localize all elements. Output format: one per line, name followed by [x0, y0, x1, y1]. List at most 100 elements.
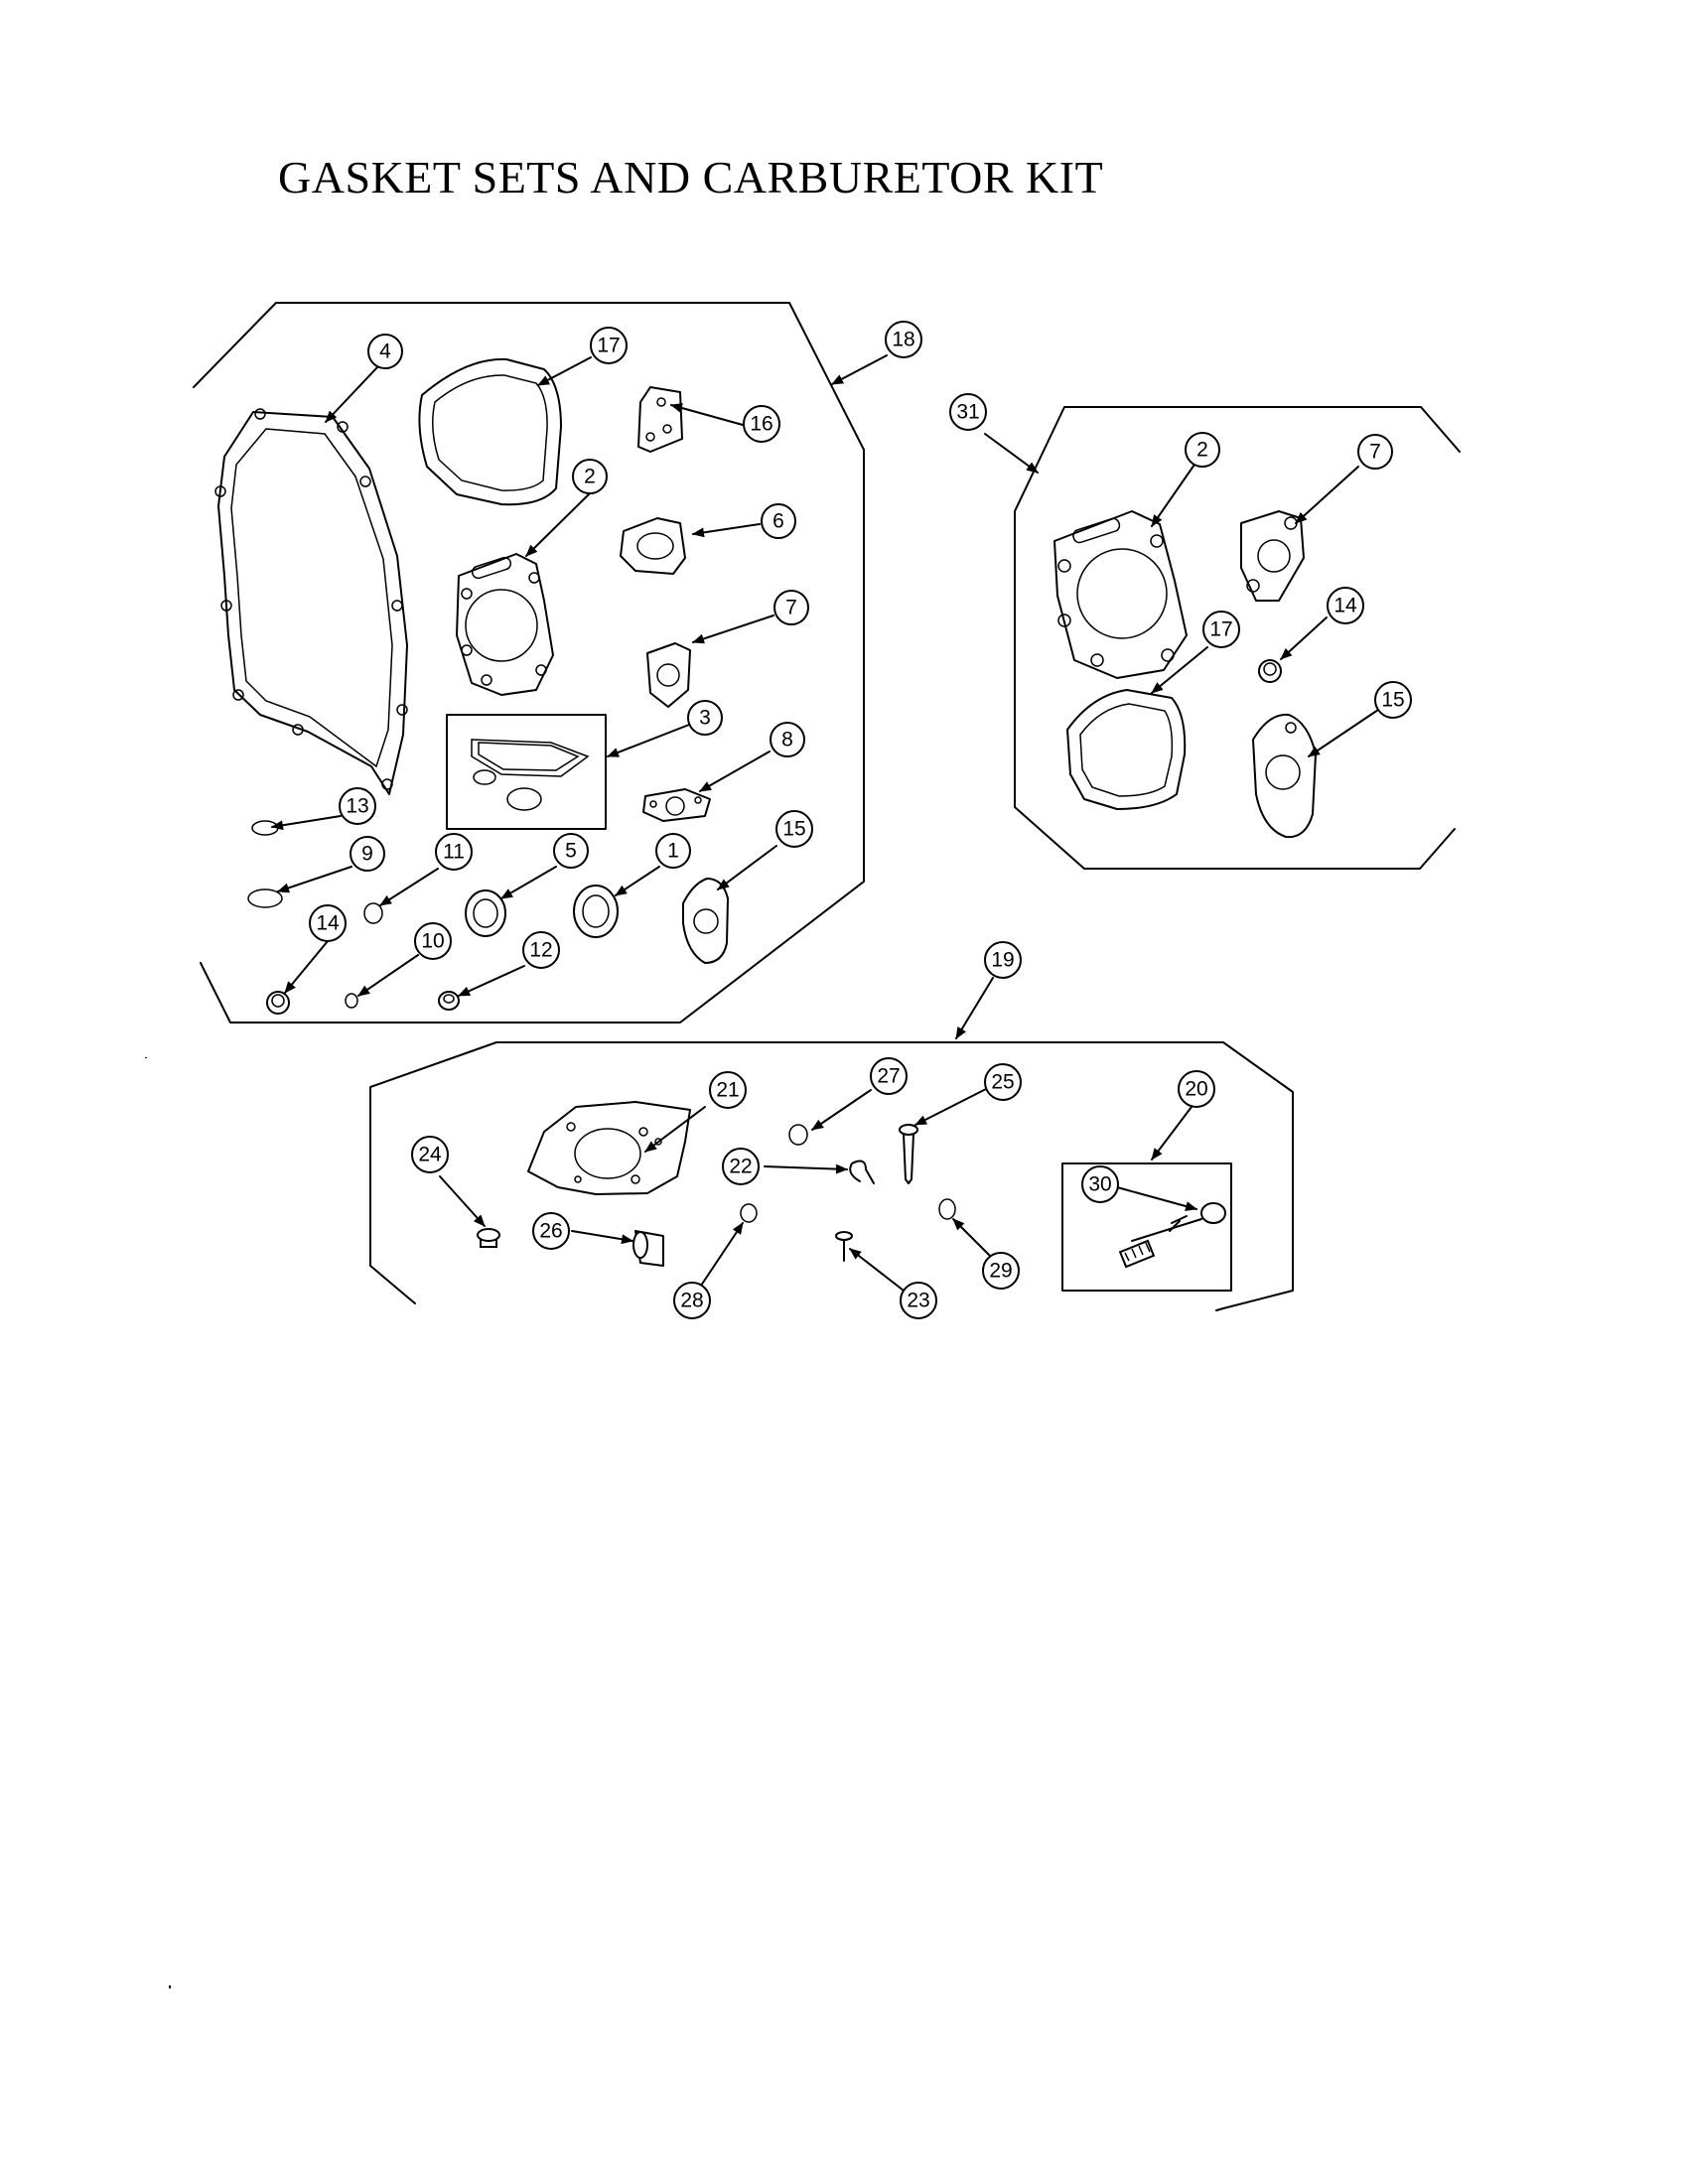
svg-text:31: 31 [956, 401, 979, 424]
callout-17-head-set: 17 [1202, 611, 1240, 648]
svg-text:7: 7 [1369, 441, 1381, 464]
callout-3: 3 [687, 700, 723, 736]
head-set-nut-part [1258, 659, 1282, 683]
plug-12-part [438, 991, 460, 1011]
o-ring-10-part [345, 993, 358, 1009]
callout-7-head-set: 7 [1357, 434, 1393, 470]
ring-11-part [363, 902, 383, 924]
callout-13: 13 [339, 787, 376, 825]
head-set-head-gasket-part [1053, 510, 1188, 679]
callout-14: 14 [309, 904, 347, 942]
svg-text:22: 22 [729, 1156, 752, 1178]
callout-20: 20 [1178, 1070, 1215, 1108]
svg-text:5: 5 [565, 840, 577, 863]
callout-8: 8 [770, 722, 805, 757]
svg-text:9: 9 [361, 843, 373, 866]
svg-text:12: 12 [529, 939, 552, 962]
stray-mark [145, 1057, 147, 1058]
callout-23: 23 [900, 1282, 937, 1319]
svg-text:30: 30 [1088, 1173, 1111, 1196]
svg-text:1: 1 [667, 840, 679, 863]
page-title: GASKET SETS AND CARBURETOR KIT [278, 152, 1104, 203]
svg-text:24: 24 [418, 1144, 442, 1166]
carb-screw-23-part [835, 1231, 853, 1262]
callout-19: 19 [984, 941, 1022, 979]
carb-spring-clip-22-part [849, 1160, 875, 1184]
svg-text:29: 29 [989, 1260, 1012, 1283]
svg-text:3: 3 [699, 707, 711, 730]
svg-text:25: 25 [991, 1071, 1014, 1094]
callout-17: 17 [590, 327, 628, 364]
callout-31: 31 [949, 393, 987, 431]
callout-1: 1 [655, 833, 691, 869]
washer-13-part [251, 820, 279, 836]
svg-text:26: 26 [539, 1220, 562, 1243]
boxed-gasket-detail [446, 714, 607, 830]
carb-adjust-screw-box [1061, 1162, 1232, 1292]
svg-text:7: 7 [785, 597, 797, 619]
svg-text:27: 27 [877, 1065, 900, 1088]
callout-12: 12 [522, 931, 560, 969]
leader-arrows [271, 354, 1379, 1292]
svg-text:19: 19 [991, 949, 1014, 972]
callout-15: 15 [775, 810, 813, 848]
carb-plug-24-part [477, 1228, 500, 1248]
callout-7: 7 [773, 590, 809, 625]
head-set-muffler-gasket-part [1252, 713, 1317, 839]
svg-text:11: 11 [443, 841, 465, 864]
svg-text:13: 13 [346, 795, 368, 818]
svg-text:6: 6 [772, 510, 784, 533]
head-gasket-set-group [1014, 406, 1461, 870]
callout-28: 28 [673, 1282, 711, 1319]
svg-text:23: 23 [907, 1290, 929, 1312]
callout-15-head-set: 15 [1374, 681, 1412, 719]
breather-gasket-part [637, 386, 683, 453]
stray-mark [169, 1985, 171, 1988]
callout-14-head-set: 14 [1327, 587, 1364, 624]
muffler-gasket-part [682, 878, 729, 964]
svg-text:15: 15 [1381, 689, 1404, 712]
carb-washer-27-part [788, 1124, 808, 1146]
engine-gasket-set-group [193, 302, 865, 1024]
svg-text:14: 14 [1333, 595, 1357, 617]
svg-text:21: 21 [716, 1079, 739, 1102]
callout-25: 25 [984, 1063, 1022, 1101]
callout-9: 9 [350, 836, 385, 872]
carb-tube-26-part [632, 1230, 664, 1267]
carb-base-gasket-part [527, 1101, 691, 1195]
callout-21: 21 [709, 1071, 747, 1109]
washer-9-part [247, 888, 283, 908]
callout-29: 29 [982, 1252, 1020, 1290]
callout-18: 18 [885, 321, 922, 358]
callout-10: 10 [414, 922, 452, 960]
valve-cover-gasket-part [418, 357, 562, 506]
carb-washer-29-part [938, 1198, 956, 1220]
svg-text:17: 17 [597, 335, 620, 357]
callout-22: 22 [722, 1148, 760, 1185]
oil-seal-1-part [573, 885, 619, 938]
callout-26: 26 [532, 1212, 570, 1250]
head-set-outline [1014, 406, 1461, 870]
callout-2: 2 [572, 459, 608, 494]
callout-24: 24 [411, 1136, 449, 1173]
callout-6: 6 [761, 503, 796, 539]
carburetor-kit-group [369, 1041, 1294, 1311]
oil-seal-5-part [465, 889, 506, 937]
drain-plug-14-part [266, 991, 290, 1015]
callout-27: 27 [870, 1057, 908, 1095]
svg-text:2: 2 [1196, 439, 1208, 462]
head-set-exhaust-gasket-part [1240, 510, 1305, 602]
intake-gasket-part [620, 517, 686, 575]
svg-text:16: 16 [750, 413, 772, 436]
callout-bubbles: 4 17 18 16 2 6 7 3 8 13 15 9 11 5 1 14 1… [309, 321, 1412, 1319]
callout-16: 16 [743, 405, 780, 443]
crankcase-gasket-part [214, 408, 408, 795]
svg-text:8: 8 [781, 729, 793, 751]
head-gasket-part [456, 553, 554, 696]
carburetor-gasket-part [642, 788, 711, 822]
svg-text:17: 17 [1209, 618, 1232, 641]
head-set-valve-cover-gasket-part [1066, 689, 1187, 810]
svg-text:4: 4 [379, 341, 391, 363]
svg-text:10: 10 [421, 930, 444, 953]
